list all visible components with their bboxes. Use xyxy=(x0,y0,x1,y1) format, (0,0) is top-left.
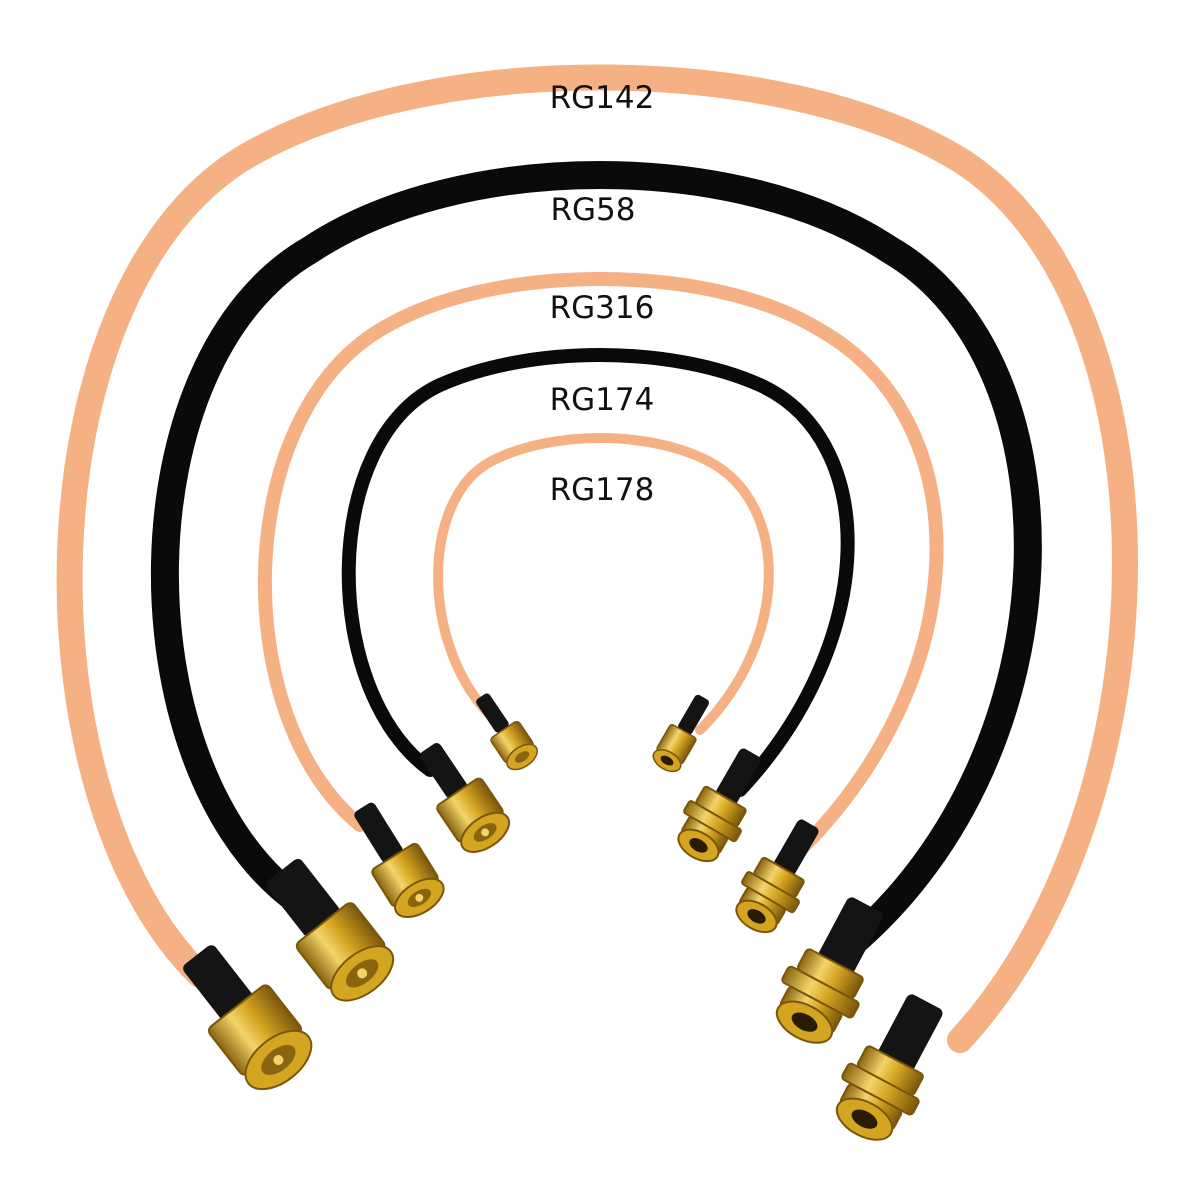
sma-female-bulkhead-connector-rg174 xyxy=(677,748,761,863)
label-rg178: RG178 xyxy=(550,472,655,508)
label-rg142: RG142 xyxy=(550,80,655,116)
cable-rg316 xyxy=(258,272,944,867)
cable-rg178 xyxy=(433,433,774,735)
rp-sma-male-connector-rg316 xyxy=(354,802,445,919)
sma-female-bulkhead-connector-rg58 xyxy=(775,897,883,1044)
rp-sma-male-connector-rg178 xyxy=(476,693,538,771)
sma-female-bulkhead-connector-rg178 xyxy=(652,694,709,773)
rp-sma-male-connector-rg142 xyxy=(183,945,313,1091)
sma-female-bulkhead-connector-rg316 xyxy=(735,819,819,934)
cable-rg174 xyxy=(341,348,855,797)
label-rg58: RG58 xyxy=(550,192,635,228)
cable-rg142 xyxy=(56,64,1138,1053)
rp-sma-male-connector-rg58 xyxy=(266,859,395,1002)
label-rg174: RG174 xyxy=(550,382,655,418)
cable-rg58 xyxy=(150,161,1042,959)
label-rg316: RG316 xyxy=(550,290,655,326)
rp-sma-male-connector-rg174 xyxy=(420,743,511,853)
sma-female-bulkhead-connector-rg142 xyxy=(835,994,943,1141)
